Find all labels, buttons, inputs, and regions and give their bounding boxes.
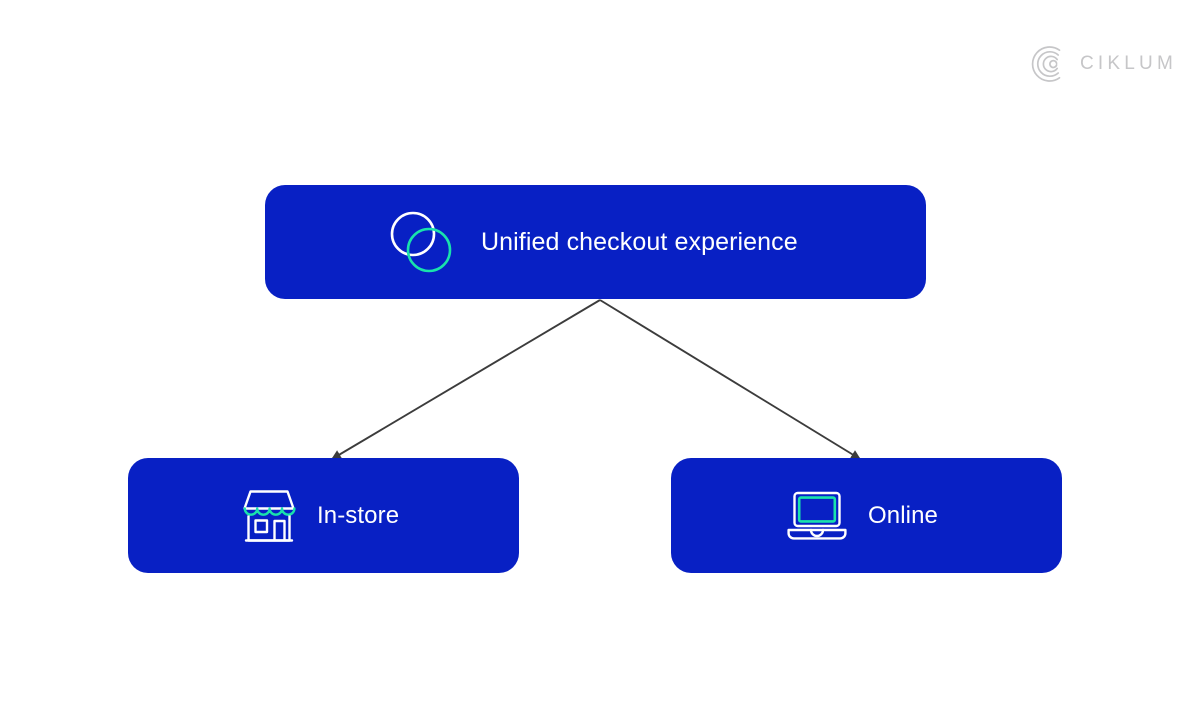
node-unified-checkout-experience[interactable]: Unified checkout experience [265,185,926,299]
storefront-icon [243,489,296,542]
connector-parent-to-online [599,299,861,460]
node-label-parent: Unified checkout experience [481,227,798,256]
node-online[interactable]: Online [671,458,1062,573]
node-label-in-store: In-store [317,501,400,529]
connector-parent-to-in-store [331,299,601,460]
node-in-store[interactable]: In-store [128,458,519,573]
brand-wordmark: CIKLUM [1080,53,1177,74]
node-label-online: Online [868,501,938,529]
ciklum-logo-icon [1031,46,1061,82]
overlapping-circles-venn-icon [390,211,452,273]
brand-logo: CIKLUM [1028,44,1177,84]
laptop-icon [787,491,847,540]
